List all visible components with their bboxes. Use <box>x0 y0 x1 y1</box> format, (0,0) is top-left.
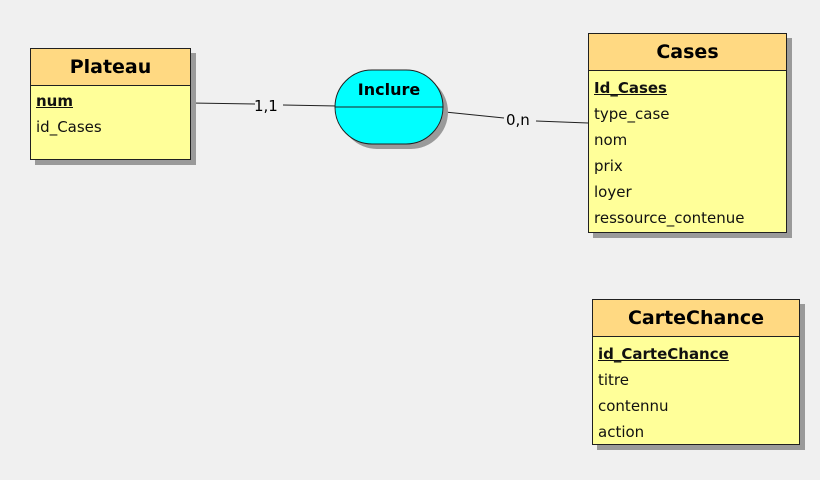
attribute: ressource_contenue <box>594 209 745 227</box>
entity-plateau-title: Plateau <box>31 49 190 86</box>
attribute-key: num <box>36 92 73 110</box>
attribute: loyer <box>594 183 632 201</box>
attribute: id_Cases <box>36 118 102 136</box>
entity-cases-title: Cases <box>589 34 786 71</box>
attribute-key: Id_Cases <box>594 79 667 97</box>
entity-cartechance-title: CarteChance <box>593 300 799 337</box>
entity-cases-attributes: Id_Cases type_case nom prix loyer ressou… <box>589 71 786 231</box>
entity-cases: Cases Id_Cases type_case nom prix loyer … <box>588 33 787 233</box>
attribute: action <box>598 423 645 441</box>
attribute-key: id_CarteChance <box>598 345 729 363</box>
link-inclure-cases-right <box>535 120 589 124</box>
entity-plateau-attributes: num id_Cases <box>31 86 190 140</box>
entity-cartechance-attributes: id_CarteChance titre contennu action <box>593 337 799 445</box>
attribute: type_case <box>594 105 670 123</box>
association-name: Inclure <box>358 80 421 99</box>
link-plateau-inclure-right <box>282 104 338 107</box>
cardinality-plateau: 1,1 <box>254 97 278 115</box>
entity-plateau: Plateau num id_Cases <box>30 48 191 160</box>
attribute: titre <box>598 371 629 389</box>
attribute: nom <box>594 131 628 149</box>
attribute: prix <box>594 157 623 175</box>
link-inclure-cases-left <box>444 111 505 119</box>
cardinality-cases: 0,n <box>506 111 530 129</box>
link-plateau-inclure-left <box>190 102 256 105</box>
attribute: contennu <box>598 397 669 415</box>
entity-cartechance: CarteChance id_CarteChance titre contenn… <box>592 299 800 445</box>
